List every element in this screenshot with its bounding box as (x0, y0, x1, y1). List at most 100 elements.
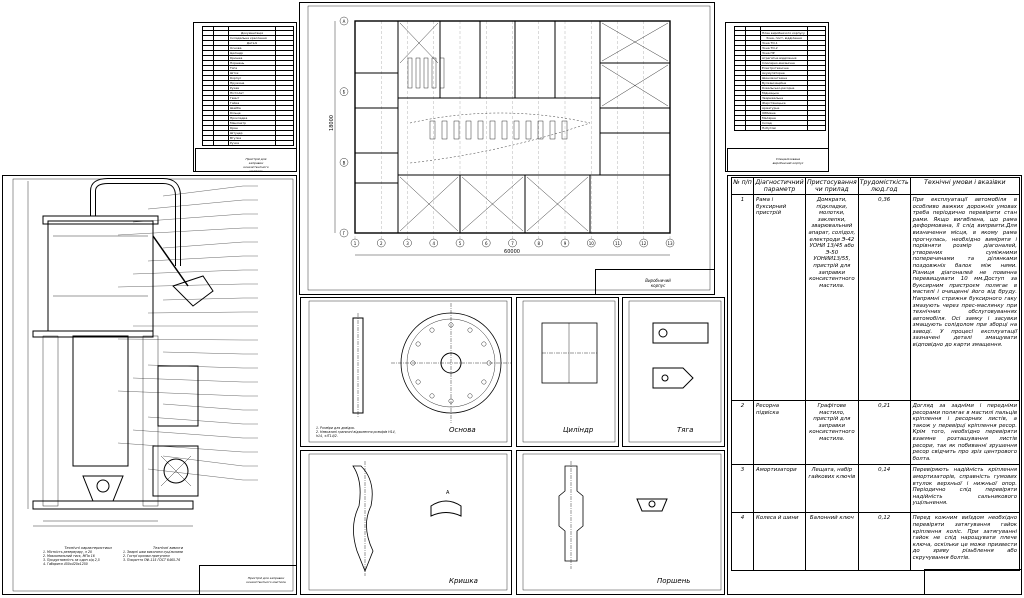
plan-dim-overall: 60000 (504, 249, 520, 255)
axis-bubble (429, 238, 438, 248)
axis-label: 4 (432, 241, 435, 246)
title-block-name: Пристрій для заправки консистентного мас… (243, 157, 269, 173)
axis-bubble (377, 238, 386, 248)
axis-label: А (343, 19, 346, 24)
osnova-title: Основа (449, 426, 476, 434)
row-device: Домкрати, підкладки, молотки, заклепки, … (805, 194, 859, 401)
tyaga-title: Тяга (677, 426, 694, 434)
svg-text:A: A (446, 490, 450, 496)
axis-bubble (350, 238, 360, 248)
col-header-num: № п/п (731, 177, 754, 195)
service-post (415, 57, 421, 89)
axis-label: 12 (641, 241, 647, 246)
leader-line (147, 468, 244, 481)
leader-line (162, 455, 244, 467)
axis-bubble (665, 238, 675, 248)
service-post (501, 120, 508, 140)
bolt-hole (481, 341, 487, 347)
service-post (439, 57, 445, 89)
grease-dispenser-drawing (12, 178, 294, 592)
bolt-hole (467, 327, 473, 333)
spec-table-left: Документація Складальне креслення Деталі… (202, 25, 294, 147)
axis-bubble (455, 238, 465, 248)
leader-line (147, 311, 244, 314)
assembly-title: Пристрій для заправки консистентного мас… (246, 576, 286, 584)
service-post (477, 120, 484, 140)
service-post (489, 120, 496, 140)
service-post (561, 120, 568, 140)
service-post (441, 120, 448, 140)
row-param: Ресорна підвіска (753, 399, 806, 466)
tech-cond-line: 3. Покриття ПФ-115 ГОСТ 6465-76 (123, 558, 181, 562)
tech-requirements: Технічні характеристики 1. Місткість рез… (43, 546, 133, 566)
row-param: Колеса й шини (753, 512, 806, 572)
axis-bubble (403, 238, 412, 248)
row-labor: 0,14 (857, 464, 911, 514)
axis-bubble (639, 238, 648, 248)
leader-line (162, 297, 244, 301)
row-num: 1 (731, 194, 754, 401)
spec-item: Ручка (228, 140, 276, 147)
row-device: Лещата, набір гайкових ключів (805, 464, 859, 514)
service-post (549, 120, 556, 140)
kryshka-drawing: A (308, 453, 508, 591)
spec-section: Зона, пост, відділення (760, 35, 808, 42)
row-conditions: Перевіряють надійність кріплення амортиз… (909, 464, 1021, 514)
leader-line (117, 390, 244, 397)
axis-label: 7 (511, 241, 514, 246)
axis-label: Б (343, 90, 346, 95)
axis-label: 13 (667, 241, 673, 246)
row-num: 4 (731, 512, 754, 572)
tsylindr-title: Циліндр (563, 426, 594, 434)
axis-bubble (339, 228, 349, 238)
spec-sheet-left: Документація Складальне креслення Деталі… (193, 22, 297, 173)
bolt-hole (429, 327, 435, 333)
row-conditions: При експлуатації автомобіля в особливо в… (909, 194, 1021, 401)
part-note: 1. Розміри для довідок. 2. Невказані гра… (316, 426, 396, 438)
leader-line (132, 429, 244, 439)
service-post (525, 120, 532, 140)
axis-bubble (560, 238, 570, 248)
table-header-row: № п/п Діагностичний параметр Пристосуван… (731, 177, 1021, 195)
service-post (513, 120, 520, 140)
axis-label: 3 (406, 241, 409, 246)
tech-req-line: 1. Місткість резервуару, л 20 (43, 550, 93, 554)
row-labor: 0,36 (857, 194, 911, 401)
service-post (537, 120, 544, 140)
axis-label: 8 (537, 241, 540, 246)
axis-bubble (587, 238, 596, 248)
osnova-drawing (308, 300, 511, 443)
service-post (423, 57, 429, 89)
plan-title-block: Виробничий корпус (595, 269, 714, 294)
tech-conditions: Технічні вимоги 1. Зварні шви виконати с… (123, 546, 213, 562)
service-post (407, 57, 413, 89)
axis-label: 6 (485, 241, 488, 246)
service-post (431, 57, 437, 89)
leader-line (132, 213, 244, 223)
leader-line (147, 255, 244, 262)
row-labor: 0,21 (857, 399, 911, 466)
leader-line (162, 241, 244, 249)
row-device: Балонний ключ (805, 512, 859, 572)
title-block: Пристрій для заправки консистентного мас… (195, 148, 296, 173)
leader-line (117, 442, 244, 453)
part-note-line: 2. Невказані граничні відхилення розмірі… (316, 430, 396, 438)
tech-req-line: 2. Максимальний тиск, МПа 16 (43, 554, 95, 558)
tech-req-heading: Технічні характеристики (64, 546, 112, 550)
porshen-drawing (522, 453, 722, 591)
leader-line (162, 403, 244, 411)
service-post (465, 120, 472, 140)
leader-line (162, 185, 244, 197)
leader-line (147, 416, 244, 425)
axis-bubble (613, 238, 622, 248)
diagnostics-table-wrap: № п/п Діагностичний параметр Пристосуван… (731, 177, 1021, 572)
tyaga-drawing (628, 300, 722, 443)
axis-label: 10 (589, 241, 595, 246)
row-labor: 0,12 (857, 512, 911, 572)
service-post (453, 120, 460, 140)
porshen-title: Поршень (657, 577, 691, 585)
axis-label: В (343, 160, 346, 165)
col-header-conditions: Технічні умови і вказівки (909, 177, 1021, 195)
